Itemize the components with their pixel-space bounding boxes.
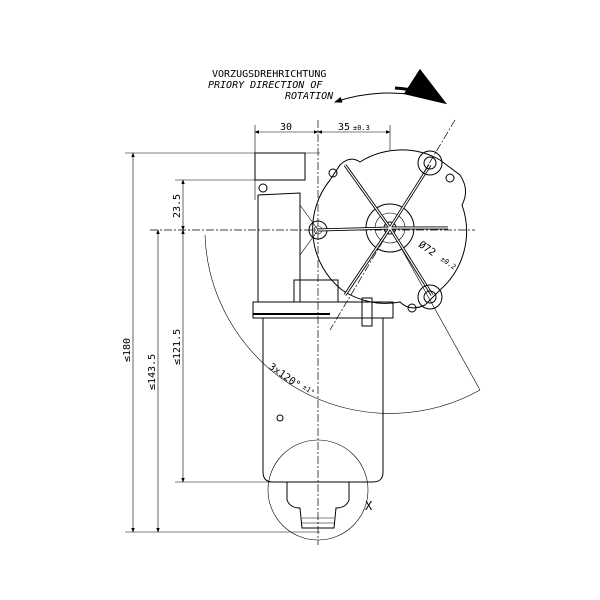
- angle-arc: [204, 234, 481, 414]
- angle-leader: [389, 227, 481, 391]
- rotation-label-en-2: ROTATION: [285, 91, 334, 102]
- dim-bolt-circle-tol: ±0.2: [439, 255, 457, 271]
- dim-30: 30: [280, 122, 292, 133]
- gear-housing: [254, 149, 468, 313]
- rotation-arrow-head: [394, 68, 448, 105]
- dim-23-5: 23.5: [172, 194, 183, 218]
- dim-121-5: ≤121.5: [172, 329, 183, 365]
- dim-143-5: ≤143.5: [147, 354, 158, 390]
- dim-bolt-circle: Ø72: [416, 239, 438, 259]
- dim-35: 35: [338, 122, 350, 133]
- dim-angle-tol: ±1°: [301, 383, 316, 397]
- rotation-label-en-1: PRIORY DIRECTION OF: [208, 80, 323, 91]
- detail-x: [267, 439, 369, 541]
- dim-angle: 3x120°: [266, 361, 302, 391]
- vertical-dimensions: [125, 152, 320, 533]
- dim-35-tol: ±0.3: [353, 124, 370, 132]
- width-dimension: [254, 125, 391, 200]
- dim-180: ≤180: [122, 338, 133, 362]
- detail-label-x: X: [365, 499, 373, 513]
- motor-body: [252, 297, 394, 483]
- rotation-label-de: VORZUGSDREHRICHTUNG: [212, 69, 326, 80]
